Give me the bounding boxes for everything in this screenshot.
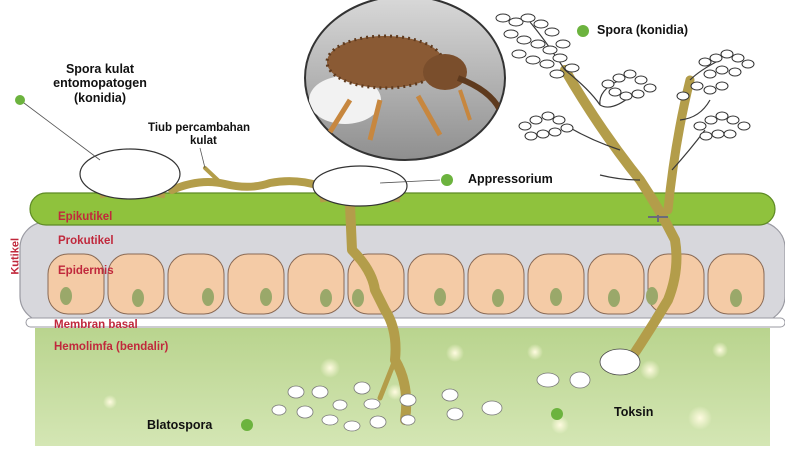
- label-membran-basal: Membran basal: [54, 319, 138, 332]
- label-tiub-percambahan: Tiub percambahan kulat: [148, 122, 250, 148]
- label-toksin: Toksin: [614, 405, 653, 419]
- label-spora-konidia: Spora (konidia): [597, 23, 688, 37]
- label-kutikel: Kutikel: [10, 226, 23, 286]
- label-hemolimfa: Hemolimfa (bendalir): [54, 341, 168, 354]
- label-appressorium: Appressorium: [468, 172, 553, 186]
- label-blatospora: Blatospora: [147, 418, 212, 432]
- basal-membrane: [26, 318, 785, 327]
- label-spora-kulat: Spora kulat entomopatogen (konidia): [40, 62, 160, 105]
- weevil-photo: [305, 0, 505, 160]
- label-epikutikel: Epikutikel: [58, 211, 112, 224]
- label-epidermis: Epidermis: [58, 265, 114, 278]
- label-prokutikel: Prokutikel: [58, 235, 114, 248]
